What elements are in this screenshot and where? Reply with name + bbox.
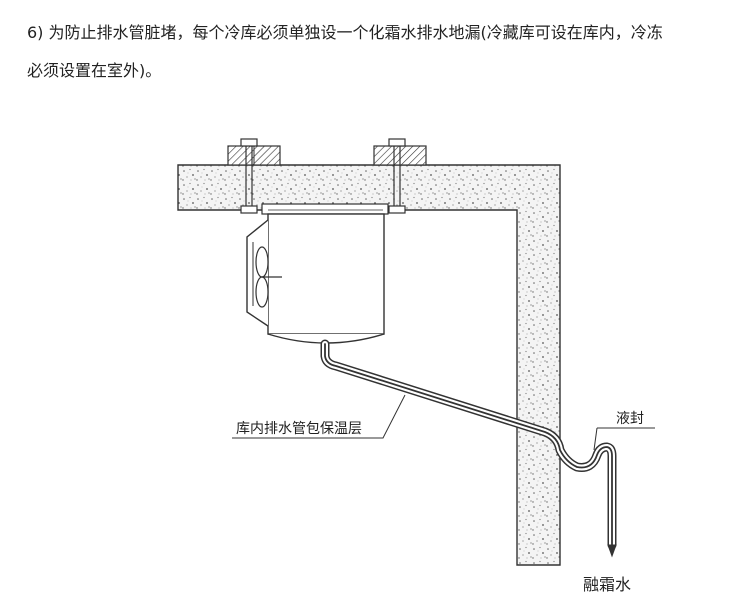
fan-icon <box>255 246 282 308</box>
instruction-paragraph: 6) 为防止排水管脏堵，每个冷库必须单独设一个化霜水排水地漏(冷藏库可设在库内，… <box>27 14 732 90</box>
insulation-block-left <box>227 145 281 166</box>
ceiling-slab <box>177 164 561 566</box>
mounting-bracket <box>261 203 389 215</box>
defrost-water-label: 融霜水 <box>583 575 631 594</box>
hanger-bolt-right <box>388 138 406 214</box>
evaporator-unit <box>246 213 385 344</box>
pipe-label-leader <box>232 394 406 439</box>
paragraph-line-1: 6) 为防止排水管脏堵，每个冷库必须单独设一个化霜水排水地漏(冷藏库可设在库内，… <box>27 23 663 42</box>
pipe-insulation-label: 库内排水管包保温层 <box>236 421 362 437</box>
hanger-bolt-left <box>240 138 258 214</box>
paragraph-line-2: 必须设置在室外)。 <box>27 61 162 80</box>
liquid-seal-label: 液封 <box>616 411 644 427</box>
drain-pipe <box>320 339 617 550</box>
flow-arrow-icon <box>607 544 617 558</box>
